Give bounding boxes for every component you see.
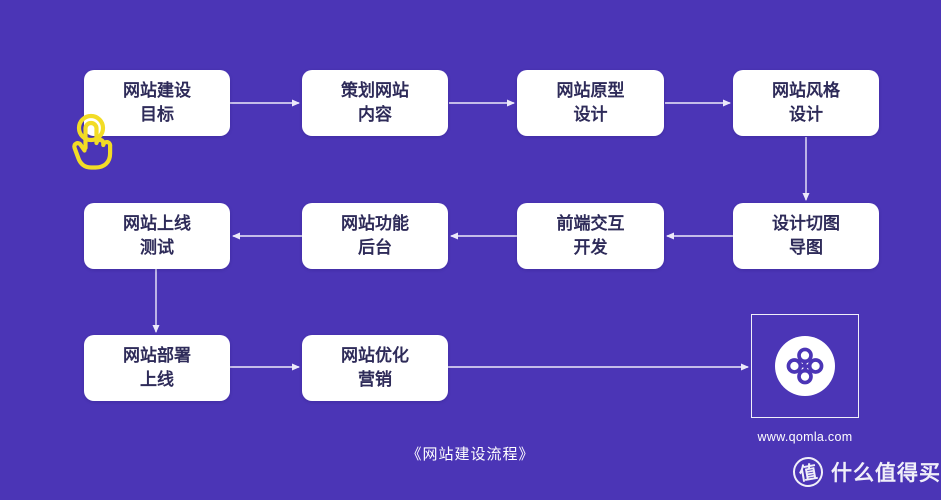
flow-node-deploy: 网站部署 上线 bbox=[84, 335, 230, 401]
flow-node-planning: 策划网站 内容 bbox=[302, 70, 448, 136]
brand-logo-circle bbox=[775, 336, 835, 396]
flow-node-frontend: 前端交互 开发 bbox=[517, 203, 664, 269]
flow-node-style: 网站风格 设计 bbox=[733, 70, 879, 136]
brand-logo-frame bbox=[751, 314, 859, 418]
flow-node-backend: 网站功能 后台 bbox=[302, 203, 448, 269]
flow-node-prototype: 网站原型 设计 bbox=[517, 70, 664, 136]
brand-website-url: www.qomla.com bbox=[757, 430, 853, 444]
tap-hand-cursor-icon bbox=[72, 113, 113, 170]
flow-node-goal: 网站建设 目标 bbox=[84, 70, 230, 136]
smzdm-badge-icon: 值 bbox=[790, 454, 826, 490]
smzdm-watermark: 值 什么值得买 bbox=[790, 454, 941, 490]
diagram-caption: 《网站建设流程》 bbox=[406, 446, 535, 463]
smzdm-watermark-text: 什么值得买 bbox=[831, 462, 941, 485]
clover-logo-icon bbox=[786, 347, 824, 385]
flow-node-slicing: 设计切图 导图 bbox=[733, 203, 879, 269]
flow-node-testing: 网站上线 测试 bbox=[84, 203, 230, 269]
flow-node-marketing: 网站优化 营销 bbox=[302, 335, 448, 401]
